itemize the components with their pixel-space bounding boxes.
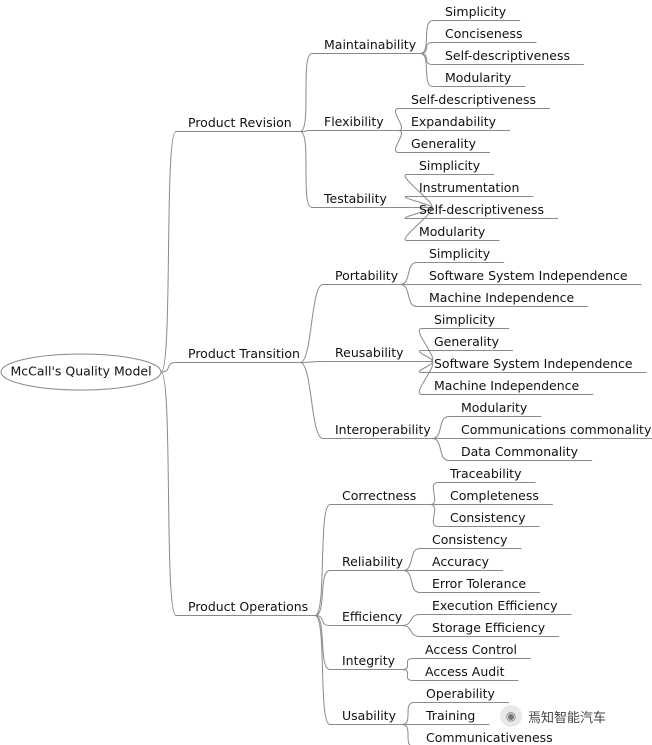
criterion-label: Simplicity xyxy=(429,246,491,261)
criterion-label: Self-descriptiveness xyxy=(411,92,536,107)
criterion-edge xyxy=(419,328,433,362)
criterion-edge xyxy=(419,53,434,87)
factor-efficiency-label: Efficiency xyxy=(342,609,403,624)
criterion-label: Operability xyxy=(426,686,496,701)
criterion-edge xyxy=(419,361,433,395)
criterion-edge xyxy=(401,702,415,725)
factor-edge xyxy=(299,53,313,132)
edges-layer xyxy=(0,20,652,745)
factor-edge xyxy=(314,615,331,725)
criterion-label: Self-descriptiveness xyxy=(445,48,570,63)
criterion-label: Data Commonality xyxy=(461,444,579,459)
criterion-label: Modularity xyxy=(445,70,512,85)
criterion-label: Consistency xyxy=(450,510,526,525)
factor-edge xyxy=(314,615,331,670)
criterion-label: Communications commonality xyxy=(461,422,652,437)
criterion-label: Training xyxy=(425,708,475,723)
criterion-label: Generality xyxy=(411,136,477,151)
criterion-label: Accuracy xyxy=(432,554,490,569)
factor-reusability-label: Reusability xyxy=(335,345,404,360)
factor-testability-label: Testability xyxy=(323,191,388,206)
root-node-label: McCall's Quality Model xyxy=(10,364,151,379)
criterion-label: Machine Independence xyxy=(429,290,575,305)
group-product-transition-edge xyxy=(160,362,177,373)
criterion-label: Consistency xyxy=(432,532,508,547)
criterion-edge xyxy=(404,207,433,241)
watermark: ◉ 焉知智能汽车 xyxy=(500,703,650,729)
factor-edge xyxy=(299,362,324,439)
criterion-edge xyxy=(402,570,421,593)
group-product-revision-label: Product Revision xyxy=(188,115,292,130)
factor-edge xyxy=(299,284,324,363)
factor-portability-label: Portability xyxy=(335,268,399,283)
criterion-edge xyxy=(419,20,434,54)
criterion-edge xyxy=(418,361,434,373)
criterion-edge xyxy=(399,262,418,285)
factor-interoperability-label: Interoperability xyxy=(335,422,431,437)
factor-edge xyxy=(314,570,331,616)
criterion-edge xyxy=(431,438,450,461)
factor-correctness-label: Correctness xyxy=(342,488,416,503)
group-product-revision-edge xyxy=(160,131,177,373)
criterion-label: Machine Independence xyxy=(434,378,580,393)
criterion-label: Simplicity xyxy=(445,4,507,19)
criterion-edge xyxy=(401,625,421,637)
criterion-label: Simplicity xyxy=(419,158,481,173)
criterion-label: Expandability xyxy=(411,114,497,129)
nodes-layer: McCall's Quality ModelMaintainabilitySim… xyxy=(10,4,652,745)
factor-edge xyxy=(314,504,331,616)
criterion-edge xyxy=(401,724,411,745)
criterion-label: Instrumentation xyxy=(419,180,519,195)
watermark-text: 焉知智能汽车 xyxy=(528,710,607,726)
criterion-edge xyxy=(402,548,421,571)
criterion-edge xyxy=(418,350,434,362)
group-product-operations-edge xyxy=(160,371,177,616)
criterion-label: Error Tolerance xyxy=(432,576,526,591)
factor-maintainability-label: Maintainability xyxy=(324,37,417,52)
criterion-label: Simplicity xyxy=(434,312,496,327)
criterion-label: Self-descriptiveness xyxy=(419,202,544,217)
criterion-label: Modularity xyxy=(419,224,486,239)
factor-edge xyxy=(299,130,313,132)
factor-reliability-label: Reliability xyxy=(342,554,404,569)
criterion-label: Access Audit xyxy=(425,664,505,679)
factor-edge xyxy=(299,131,313,208)
criterion-edge xyxy=(394,130,403,153)
criterion-edge xyxy=(394,108,403,131)
criterion-edge xyxy=(401,669,414,681)
criterion-label: Traceability xyxy=(449,466,522,481)
factor-edge xyxy=(299,361,324,363)
factor-edge xyxy=(314,615,331,626)
wechat-icon: ◉ xyxy=(500,705,522,727)
factor-integrity-label: Integrity xyxy=(342,653,396,668)
criterion-label: Access Control xyxy=(425,642,517,657)
criterion-edge xyxy=(431,416,450,439)
criterion-edge xyxy=(401,658,414,670)
criterion-label: Communicativeness xyxy=(426,730,553,745)
group-product-operations-label: Product Operations xyxy=(188,599,308,614)
group-product-transition-label: Product Transition xyxy=(188,346,300,361)
criterion-label: Modularity xyxy=(461,400,528,415)
criterion-edge xyxy=(429,482,439,505)
factor-usability-label: Usability xyxy=(342,708,397,723)
criterion-edge xyxy=(401,614,421,626)
criterion-label: Execution Efficiency xyxy=(432,598,558,613)
criterion-label: Storage Efficiency xyxy=(432,620,546,635)
criterion-label: Software System Independence xyxy=(434,356,633,371)
criterion-label: Completeness xyxy=(450,488,539,503)
criterion-label: Software System Independence xyxy=(429,268,628,283)
criterion-label: Generality xyxy=(434,334,500,349)
factor-flexibility-label: Flexibility xyxy=(324,114,384,129)
criterion-label: Conciseness xyxy=(445,26,522,41)
criterion-edge xyxy=(399,284,418,307)
criterion-edge xyxy=(429,504,439,527)
